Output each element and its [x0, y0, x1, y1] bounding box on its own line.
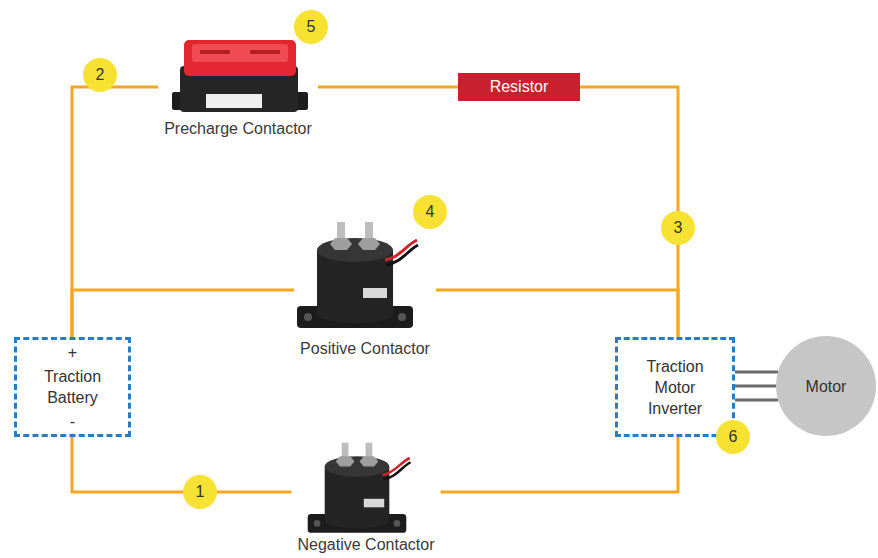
power-wire — [580, 87, 678, 337]
component-caption: Positive Contactor — [300, 339, 430, 358]
callout-circle: 3 — [661, 211, 695, 245]
positive-contactor: Positive Contactor — [294, 222, 436, 358]
callout-circle: 2 — [83, 58, 117, 92]
resistor-symbol: Resistor — [458, 73, 580, 101]
callout-number: 5 — [307, 10, 316, 44]
callout-circle: 5 — [294, 10, 328, 44]
callout-number: 1 — [196, 475, 205, 509]
callout-number: 3 — [674, 211, 683, 245]
resistor-label: Resistor — [490, 77, 549, 97]
motor-label: Motor — [806, 376, 847, 397]
phase-wire — [735, 385, 776, 388]
negative-contactor-illustration — [308, 443, 411, 533]
component-caption: Precharge Contactor — [164, 119, 312, 138]
precharge-contactor-illustration — [172, 40, 308, 112]
battery-label: + — [68, 342, 77, 363]
negative-contactor: Negative Contactor — [292, 444, 441, 554]
callout-circle: 4 — [413, 195, 447, 229]
component-caption: Negative Contactor — [298, 535, 435, 554]
phase-wire — [735, 399, 778, 402]
motor-circle: Motor — [776, 336, 876, 436]
power-wire — [436, 290, 678, 337]
inverter-box: Traction Motor Inverter — [615, 337, 735, 437]
callout-circle: 6 — [716, 420, 750, 454]
battery-label: Traction Battery — [31, 366, 115, 408]
battery-box: + Traction Battery - — [14, 337, 131, 437]
power-wire — [318, 86, 458, 89]
callout-number: 4 — [426, 195, 435, 229]
callout-circle: 1 — [183, 475, 217, 509]
phase-wire — [735, 371, 778, 374]
inverter-label: Traction Motor Inverter — [633, 356, 717, 419]
power-wire — [72, 437, 292, 492]
positive-contactor-illustration — [297, 222, 418, 328]
power-wire — [72, 87, 158, 337]
callout-number: 6 — [729, 420, 738, 454]
battery-label: - — [70, 411, 75, 432]
power-wire — [441, 437, 679, 492]
precharge-contactor: Precharge Contactor — [158, 40, 318, 138]
power-wire — [72, 290, 294, 337]
callout-number: 2 — [96, 58, 105, 92]
